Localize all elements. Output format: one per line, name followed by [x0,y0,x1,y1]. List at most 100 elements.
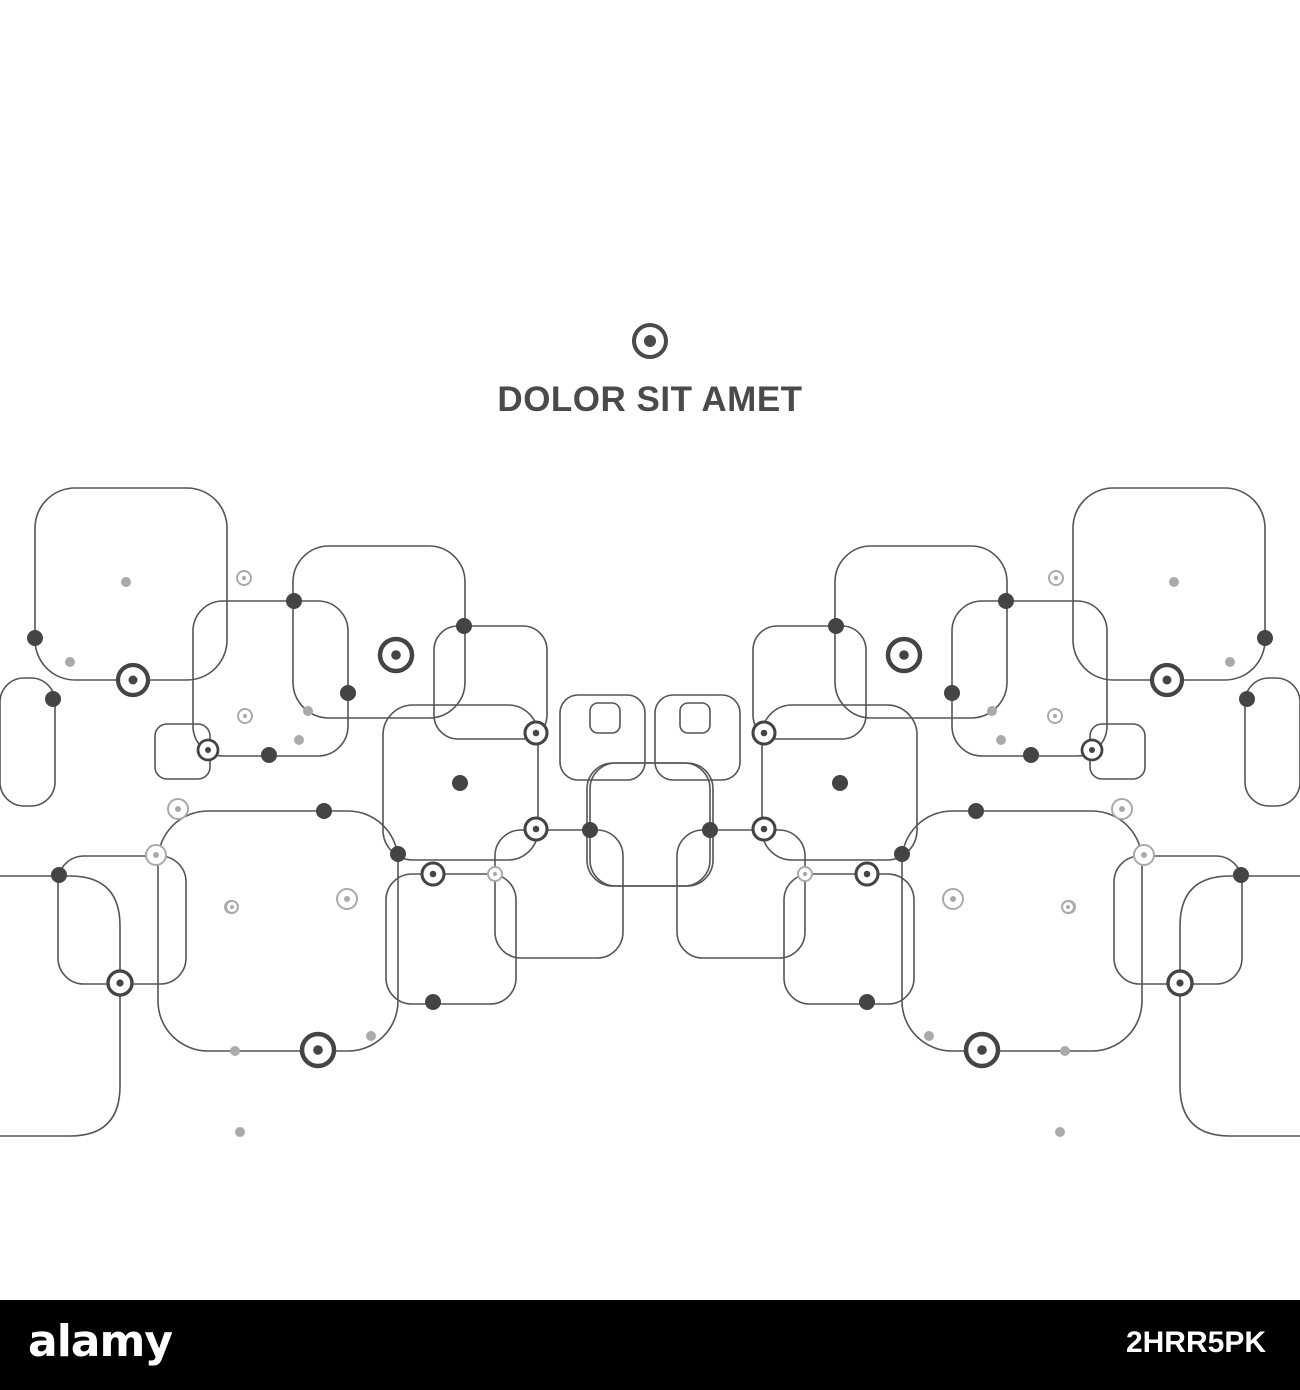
dot [316,803,332,819]
dot [286,593,302,609]
rounded-square-outline [385,873,517,1005]
rounded-squares-pattern [0,487,1300,1137]
rounded-square-outline [192,600,349,757]
dot [456,618,472,634]
headline: DOLOR SIT AMET [497,380,803,419]
target-center-light [1119,806,1125,812]
target-center-light [344,896,350,902]
dot [582,822,598,838]
target-center [532,825,540,833]
target-center [1176,979,1184,987]
dot [452,775,468,791]
target-center [532,729,540,737]
dot [832,775,848,791]
dot [968,803,984,819]
rounded-square-outline [901,810,1143,1052]
dot [859,994,875,1010]
brand-logo-text: alamy [28,1316,173,1367]
stock-id: 2HRR5PK [1125,1326,1266,1359]
rounded-square-outline [679,702,711,734]
rounded-square-outline [654,694,741,781]
rounded-square-outline [951,600,1108,757]
rounded-square-outline [494,829,624,959]
target-center [116,979,124,987]
dot [261,747,277,763]
rounded-square-outline [586,762,711,887]
target-center [760,729,768,737]
rounded-square-outline [57,855,187,985]
target-center-light [1053,575,1059,581]
footer-bar: alamy 2HRR5PK [0,1300,1300,1390]
dot-light [65,657,75,667]
target-center-light [802,871,808,877]
target-center [205,747,211,753]
dot-light [1055,1127,1065,1137]
dot-light [924,1031,934,1041]
target-center [429,870,437,878]
rounded-square-outline [676,829,806,959]
dot-light [996,735,1006,745]
target-center-light [153,852,159,858]
dot-light [366,1031,376,1041]
connector-line [0,875,121,1137]
target-center [863,870,871,878]
target-center-light [230,905,234,909]
rounded-square-outline [292,545,466,719]
rounded-square-outline [34,487,228,681]
target-center [977,1045,987,1055]
target-center-light [950,896,956,902]
dot [1023,747,1039,763]
dot-light [235,1127,245,1137]
rounded-square-outline [761,704,918,861]
target-center-light [241,575,247,581]
target-center-light [1141,852,1147,858]
dot-light [294,735,304,745]
target-center-light [175,806,181,812]
target-center [760,825,768,833]
rounded-square-outline [433,625,548,740]
dot-light [230,1046,240,1056]
dot-light [303,706,313,716]
rounded-square-outline [559,694,646,781]
dot [51,867,67,883]
dot [944,685,960,701]
target-center [1162,675,1172,685]
target-center [899,650,909,660]
rounded-square-outline [834,545,1008,719]
dot-light [1060,1046,1070,1056]
dot [1233,867,1249,883]
rounded-square-outline [0,677,56,807]
dot [425,994,441,1010]
dot [1257,630,1273,646]
dot [828,618,844,634]
dot-light [121,577,131,587]
dot [45,691,61,707]
dot [1239,691,1255,707]
rounded-square-outline [157,810,399,1052]
rounded-square-outline [752,625,867,740]
rounded-square-outline [783,873,915,1005]
dot-light [1169,577,1179,587]
dot [27,630,43,646]
target-center-light [1052,713,1058,719]
rounded-square-outline [382,704,539,861]
dot [998,593,1014,609]
target-ring-icon [632,323,668,359]
rounded-square-outline [1244,677,1300,807]
dot [894,846,910,862]
rounded-square-outline [589,762,714,887]
target-center-light [492,871,498,877]
dot [702,822,718,838]
dot-light [987,706,997,716]
rounded-square-outline [1072,487,1266,681]
rounded-square-outline [1113,855,1243,985]
dot-light [1225,657,1235,667]
artboard: DOLOR SIT AMET [0,323,1300,1137]
target-center [1089,747,1095,753]
target-center-light [1066,905,1070,909]
target-center-light [242,713,248,719]
rounded-square-outline [589,702,621,734]
connector-line [1179,875,1300,1137]
target-center [128,675,138,685]
dot [390,846,406,862]
